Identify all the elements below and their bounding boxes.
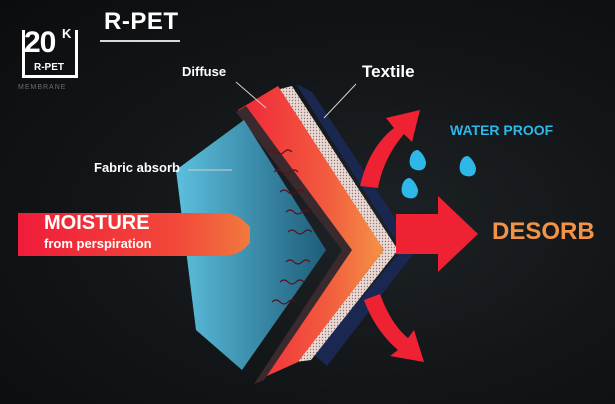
textile-leader: [323, 83, 357, 119]
label-fabric-absorb: Fabric absorb: [94, 160, 180, 175]
label-moisture-sub: from perspiration: [44, 236, 152, 251]
fabric-absorb-layer: [176, 120, 326, 370]
membrane-layer: [276, 86, 398, 362]
badge-sub: R-PET: [34, 62, 64, 73]
badge-number: 20: [24, 26, 56, 59]
water-drops: [401, 150, 476, 199]
textile-layer: [296, 84, 416, 366]
badge-frame: [22, 30, 78, 78]
label-moisture: MOISTURE: [44, 212, 150, 234]
desorb-arrow: [396, 196, 478, 272]
label-textile: Textile: [362, 62, 415, 81]
upper-vent-arrow: [360, 110, 420, 188]
label-water-proof: WATER PROOF: [450, 122, 554, 138]
label-desorb: DESORB: [492, 218, 595, 245]
diffusion-squiggles: [267, 149, 313, 305]
badge-suffix: K: [62, 26, 72, 41]
moisture-arrow: [18, 213, 250, 256]
lower-vent-arrow: [364, 294, 424, 362]
brand-title: R-PET: [104, 8, 179, 35]
badge-caption: MEMBRANE: [18, 84, 67, 91]
20k-badge: 20 K R-PET: [22, 18, 80, 80]
brand-underline: [100, 40, 180, 42]
label-diffuse: Diffuse: [182, 64, 227, 79]
diffuse-edge: [236, 106, 352, 384]
diffuse-leader: [235, 81, 267, 109]
